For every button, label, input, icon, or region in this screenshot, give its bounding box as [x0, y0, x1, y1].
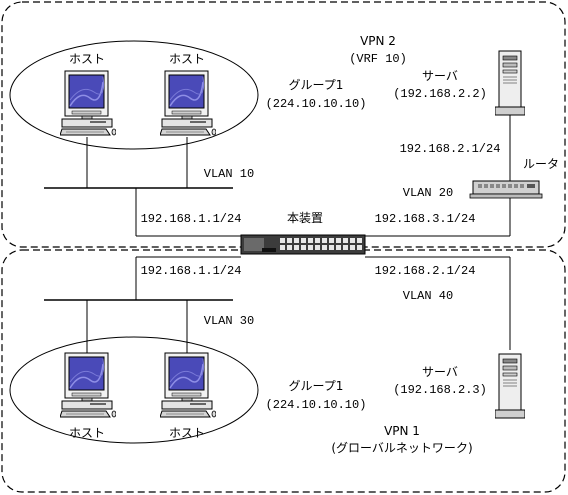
- upper-server-icon: [495, 50, 525, 116]
- upper-group-ellipse: [9, 40, 259, 150]
- upper-host-2-icon: [160, 70, 216, 136]
- lower-vpn-detail: (グローバルネットワーク): [331, 441, 472, 455]
- router-label: ルータ: [523, 157, 559, 171]
- lower-server-subnet-label: 192.168.2.1/24: [375, 264, 476, 278]
- upper-host-1-label: ホスト: [69, 52, 105, 66]
- lower-group-name: グループ1: [289, 379, 344, 393]
- upper-vpn-name: VPN 2: [360, 34, 396, 48]
- upper-subnet-label: 192.168.1.1/24: [141, 212, 242, 226]
- upper-server-label: サーバ: [422, 69, 458, 83]
- lower-server-vlan-label: VLAN 40: [403, 289, 453, 303]
- lower-host-2-icon: [160, 352, 216, 418]
- device-label: 本装置: [287, 211, 323, 225]
- lower-server-icon: [495, 353, 525, 419]
- router-vlan-label: VLAN 20: [403, 186, 453, 200]
- upper-server-subnet: 192.168.2.1/24: [400, 142, 501, 156]
- upper-vlan-label: VLAN 10: [204, 167, 254, 181]
- upper-vpn-detail: (VRF 10): [349, 52, 407, 66]
- lower-group-ellipse: [9, 336, 259, 444]
- router-icon: [469, 180, 543, 199]
- upper-server-address: (192.168.2.2): [393, 87, 487, 101]
- lower-host-1-icon: [60, 352, 116, 418]
- device-switch-icon: [240, 234, 366, 255]
- upper-host-1-icon: [60, 70, 116, 136]
- router-subnet-label: 192.168.3.1/24: [375, 212, 476, 226]
- lower-server-label: サーバ: [422, 365, 458, 379]
- lower-vpn-name: VPN 1: [384, 424, 420, 438]
- lower-host-2-label: ホスト: [169, 426, 205, 440]
- lower-region-boundary: [1, 249, 566, 493]
- lower-group-address: (224.10.10.10): [266, 398, 367, 412]
- lower-subnet-label: 192.168.1.1/24: [141, 264, 242, 278]
- upper-host-2-label: ホスト: [169, 52, 205, 66]
- lower-vlan-label: VLAN 30: [204, 314, 254, 328]
- lower-host-1-label: ホスト: [69, 426, 105, 440]
- upper-group-name: グループ1: [289, 78, 344, 92]
- upper-group-address: (224.10.10.10): [266, 97, 367, 111]
- lower-server-address: (192.168.2.3): [393, 383, 487, 397]
